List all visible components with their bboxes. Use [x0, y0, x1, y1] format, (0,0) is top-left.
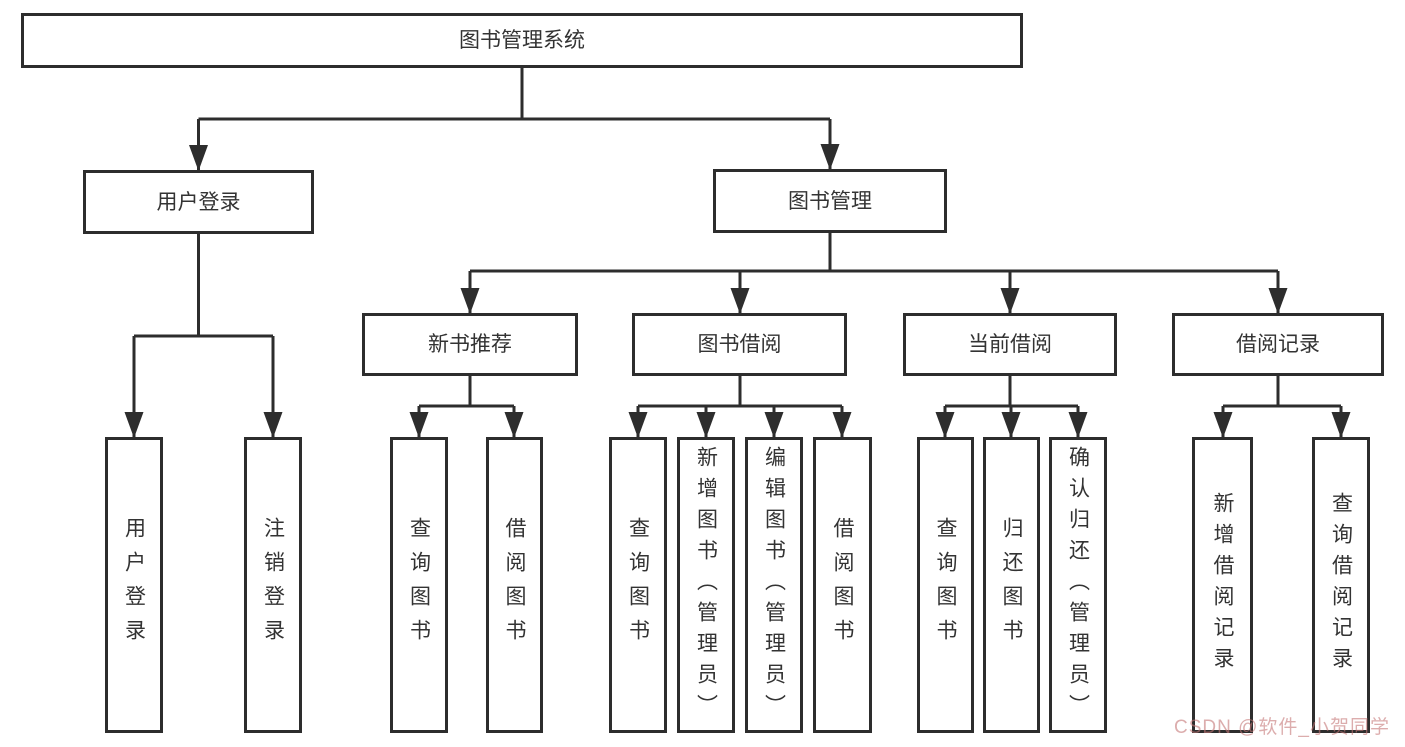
leaf-bb-add-books-admin: 新增图书（管理员） — [677, 437, 735, 733]
node-library-system: 图书管理系统 — [21, 13, 1023, 68]
leaf-bb-edit-books-admin: 编辑图书（管理员） — [745, 437, 803, 733]
edge-book-borrowing-bus — [638, 376, 842, 408]
leaf-nbr-query-books: 查询图书 — [390, 437, 448, 733]
leaf-br-query-record: 查询借阅记录 — [1312, 437, 1370, 733]
node-user-login: 用户登录 — [83, 170, 314, 234]
edge-root-bus — [198, 68, 830, 121]
node-current-borrowing: 当前借阅 — [903, 313, 1117, 376]
leaf-bb-query-books: 查询图书 — [609, 437, 667, 733]
leaf-cb-confirm-return-admin: 确认归还（管理员） — [1049, 437, 1107, 733]
leaf-user-login: 用户登录 — [105, 437, 163, 733]
node-new-book-recommend: 新书推荐 — [362, 313, 578, 376]
leaf-logout: 注销登录 — [244, 437, 302, 733]
leaf-cb-return-books: 归还图书 — [983, 437, 1040, 733]
node-book-management: 图书管理 — [713, 169, 947, 233]
leaf-br-add-record: 新增借阅记录 — [1192, 437, 1253, 733]
leaf-bb-borrow-books: 借阅图书 — [813, 437, 872, 733]
edge-book-management-bus — [470, 233, 1278, 273]
watermark: CSDN @软件_小贺同学 — [1174, 717, 1390, 738]
edge-current-borrowing-bus — [945, 376, 1078, 408]
edge-borrow-records-bus — [1223, 376, 1341, 408]
node-borrow-records: 借阅记录 — [1172, 313, 1384, 376]
edge-user-login-bus — [134, 234, 273, 338]
edge-new-book-recommend-bus — [419, 376, 514, 408]
leaf-nbr-borrow-books: 借阅图书 — [486, 437, 543, 733]
leaf-cb-query-books: 查询图书 — [917, 437, 974, 733]
node-book-borrowing: 图书借阅 — [632, 313, 847, 376]
